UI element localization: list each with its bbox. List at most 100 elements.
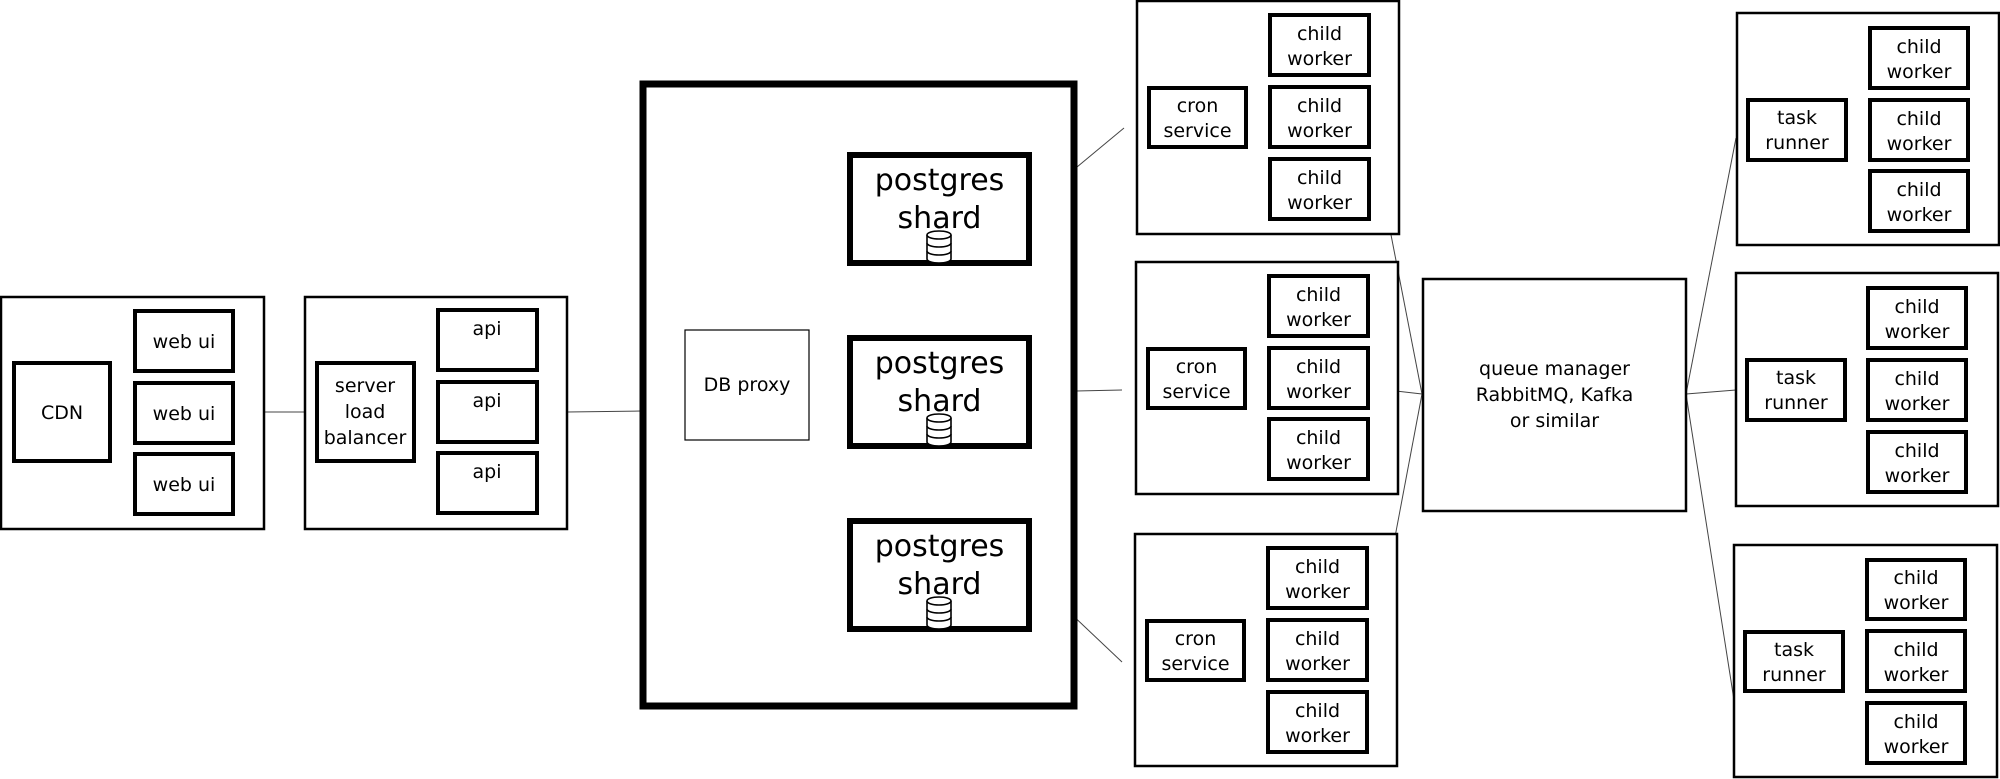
task-runner-label-line-2: runner — [1762, 664, 1826, 686]
shard-label-line-1: postgres — [875, 529, 1005, 564]
load-balancer-node[interactable]: server load balancer — [315, 361, 416, 463]
child-worker-label-line-1: child — [1296, 356, 1341, 378]
child-worker-label-line-1: child — [1297, 23, 1342, 45]
task-runner-label-line-1: task — [1777, 107, 1817, 129]
task-runner-node[interactable]: task runner — [1746, 98, 1848, 162]
child-worker-label-line-2: worker — [1887, 133, 1952, 155]
cron-service-node[interactable]: cron service — [1146, 347, 1247, 410]
child-worker-node[interactable]: child worker — [1268, 13, 1371, 77]
child-worker-node[interactable]: child worker — [1268, 85, 1371, 149]
api-label: api — [473, 461, 502, 483]
child-worker-node[interactable]: child worker — [1866, 286, 1968, 350]
child-worker-label-line-1: child — [1295, 628, 1340, 650]
load-balancer-label-line-1: server — [335, 375, 395, 397]
child-worker-label-line-1: child — [1894, 440, 1939, 462]
child-worker-label-line-1: child — [1295, 556, 1340, 578]
cron-service-node[interactable]: cron service — [1145, 619, 1246, 682]
child-worker-node[interactable]: child worker — [1865, 701, 1967, 765]
child-worker-label-line-2: worker — [1286, 309, 1351, 331]
api-node-3[interactable]: api — [436, 451, 539, 515]
cron-service-label-line-1: cron — [1175, 628, 1217, 650]
cron-service-label-line-2: service — [1163, 120, 1231, 142]
task-runner-label-line-2: runner — [1765, 132, 1829, 154]
child-worker-label-line-2: worker — [1285, 725, 1350, 747]
backend-group: server load balancer api api api — [303, 295, 569, 531]
queue-manager-node[interactable]: queue manager RabbitMQ, Kafka or similar — [1421, 277, 1688, 513]
web-ui-node-3[interactable]: web ui — [133, 452, 235, 516]
load-balancer-label-line-2: load — [345, 401, 386, 423]
postgres-shard-3[interactable]: postgres shard — [847, 518, 1032, 632]
child-worker-label-line-1: child — [1896, 36, 1941, 58]
child-worker-label-line-2: worker — [1286, 381, 1351, 403]
db-proxy-node[interactable]: DB proxy — [684, 329, 810, 441]
cron-service-label-line-2: service — [1162, 381, 1230, 403]
child-worker-node[interactable]: child worker — [1868, 26, 1970, 90]
postgres-shard-1[interactable]: postgres shard — [847, 152, 1032, 266]
child-worker-label-line-2: worker — [1286, 452, 1351, 474]
child-worker-node[interactable]: child worker — [1865, 558, 1967, 621]
child-worker-label-line-2: worker — [1885, 393, 1950, 415]
child-worker-node[interactable]: child worker — [1868, 169, 1970, 233]
child-worker-label-line-1: child — [1295, 700, 1340, 722]
task-runner-label-line-1: task — [1776, 367, 1816, 389]
api-label: api — [473, 318, 502, 340]
database-icon — [926, 596, 952, 630]
child-worker-label-line-2: worker — [1887, 204, 1952, 226]
postgres-shard-2[interactable]: postgres shard — [847, 335, 1032, 449]
child-worker-label-line-2: worker — [1884, 592, 1949, 614]
task-runner-node[interactable]: task runner — [1743, 630, 1845, 693]
cron-service-label-line-2: service — [1161, 653, 1229, 675]
child-worker-node[interactable]: child worker — [1866, 358, 1968, 422]
database-icon — [926, 230, 952, 264]
child-worker-label-line-1: child — [1896, 179, 1941, 201]
database-icon — [926, 413, 952, 447]
child-worker-label-line-1: child — [1893, 639, 1938, 661]
api-node-1[interactable]: api — [436, 308, 539, 372]
cron-service-label-line-1: cron — [1177, 95, 1219, 117]
web-ui-label: web ui — [153, 331, 216, 353]
child-worker-label-line-2: worker — [1887, 61, 1952, 83]
child-worker-node[interactable]: child worker — [1266, 546, 1369, 610]
child-worker-node[interactable]: child worker — [1267, 346, 1370, 410]
task-group-1: task runner child worker child worker ch… — [1735, 11, 2000, 247]
child-worker-label-line-2: worker — [1884, 736, 1949, 758]
shard-label-line-2: shard — [898, 567, 982, 602]
child-worker-node[interactable]: child worker — [1866, 430, 1968, 494]
web-ui-node-2[interactable]: web ui — [133, 381, 235, 445]
task-runner-label-line-1: task — [1774, 639, 1814, 661]
cdn-node[interactable]: CDN — [12, 361, 112, 463]
db-proxy-label: DB proxy — [704, 374, 791, 396]
child-worker-label-line-2: worker — [1287, 192, 1352, 214]
web-ui-label: web ui — [153, 403, 216, 425]
child-worker-label-line-1: child — [1297, 95, 1342, 117]
task-runner-node[interactable]: task runner — [1745, 358, 1847, 422]
child-worker-node[interactable]: child worker — [1267, 417, 1370, 481]
child-worker-label-line-1: child — [1893, 711, 1938, 733]
child-worker-label-line-2: worker — [1285, 653, 1350, 675]
child-worker-node[interactable]: child worker — [1266, 690, 1369, 754]
task-group-3: task runner child worker child worker ch… — [1732, 543, 1999, 779]
child-worker-label-line-2: worker — [1287, 48, 1352, 70]
child-worker-label-line-2: worker — [1885, 321, 1950, 343]
child-worker-node[interactable]: child worker — [1868, 98, 1970, 162]
web-ui-label: web ui — [153, 474, 216, 496]
queue-manager-label-line-1: queue manager — [1479, 358, 1630, 380]
child-worker-label-line-1: child — [1893, 567, 1938, 589]
web-ui-node-1[interactable]: web ui — [133, 309, 235, 373]
task-runner-label-line-2: runner — [1764, 392, 1828, 414]
child-worker-node[interactable]: child worker — [1267, 274, 1370, 338]
shard-label-line-2: shard — [898, 384, 982, 419]
api-node-2[interactable]: api — [436, 380, 539, 444]
cron-service-node[interactable]: cron service — [1147, 86, 1248, 149]
child-worker-node[interactable]: child worker — [1268, 157, 1371, 221]
cron-group-2: cron service child worker child worker c… — [1134, 260, 1400, 496]
load-balancer-label-line-3: balancer — [324, 427, 407, 449]
child-worker-label-line-1: child — [1296, 284, 1341, 306]
child-worker-label-line-1: child — [1297, 167, 1342, 189]
queue-manager-label-line-3: or similar — [1510, 410, 1599, 432]
child-worker-node[interactable]: child worker — [1266, 618, 1369, 682]
child-worker-node[interactable]: child worker — [1865, 629, 1967, 693]
frontend-group: CDN web ui web ui web ui — [0, 295, 266, 531]
shard-label-line-2: shard — [898, 201, 982, 236]
